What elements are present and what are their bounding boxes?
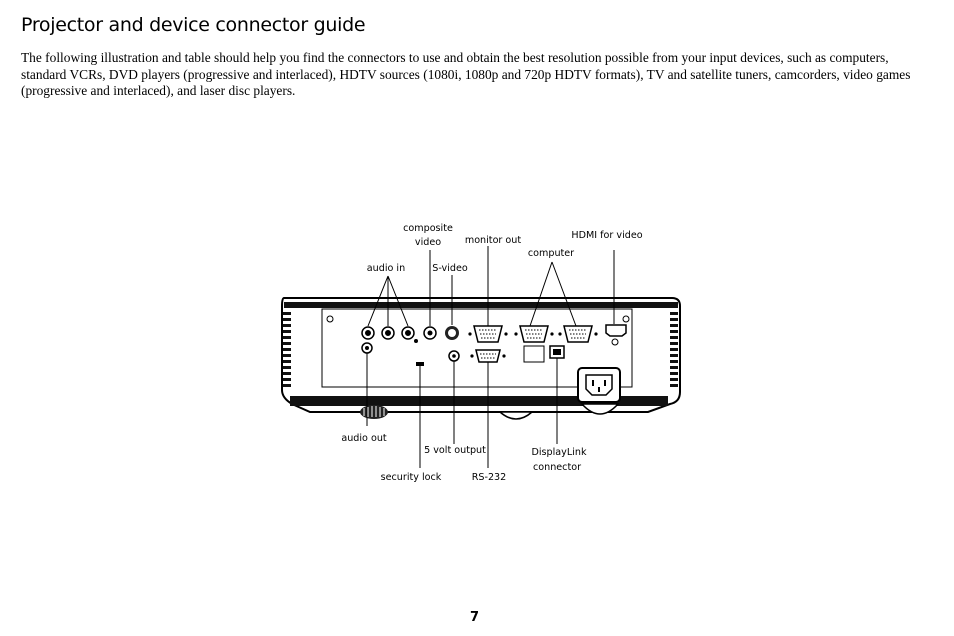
audio-out-label: audio out [341,433,387,444]
screw-hole [326,315,334,323]
rs232-port [470,349,506,363]
composite-video-label-line2: video [415,237,441,248]
computer-1-port [514,325,554,343]
screw-hole [611,338,619,346]
blank-panel [523,345,545,363]
right-vent-grill [670,310,678,390]
computer-2-port [558,325,598,343]
rs232-label: RS-232 [472,472,507,483]
page-number: 7 [470,610,480,625]
page-title: Projector and device connector guide [21,14,366,36]
security-lock-slot [416,362,424,366]
connectors [326,315,630,403]
s-video-label: S-video [432,263,468,274]
displaylink-label-line2: connector [533,462,581,473]
left-adjust-foot [360,405,388,419]
five-volt-output-label: 5 volt output [424,445,486,456]
hdmi-port [605,324,627,337]
composite-video-jack [423,326,437,340]
intro-paragraph: The following illustration and table sho… [21,50,911,99]
left-vent-grill [283,310,291,390]
displaylink-label: DisplayLink [531,447,586,458]
s-video-jack [445,326,459,340]
displaylink-port [549,345,565,359]
right-foot [580,403,620,415]
audio-out-jack [361,342,373,354]
leader-lines [366,246,615,468]
monitor-out-label: monitor out [465,235,522,246]
hdmi-label: HDMI for video [571,230,642,241]
screw-hole [622,315,630,323]
computer-label: computer [528,248,574,259]
power-inlet [577,367,621,403]
monitor-out-port [468,325,508,343]
screw-hole [414,339,418,343]
audio-in-label: audio in [367,263,405,274]
composite-video-label: composite [403,223,453,234]
connector-labels: composite video monitor out HDMI for vid… [341,223,642,483]
security-lock-label: security lock [381,472,442,483]
five-volt-output-jack [448,350,460,362]
audio-in-jacks [361,326,415,340]
center-foot [498,411,534,420]
